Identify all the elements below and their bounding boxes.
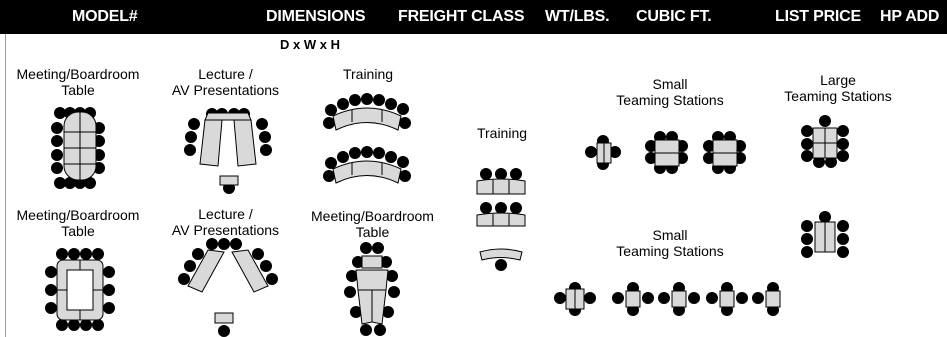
large-teaming-diagram (801, 115, 849, 258)
col-weight: WT/LBS. (545, 8, 610, 25)
meeting-table-diagram-2 (45, 248, 115, 331)
meeting-table-diagram-3 (344, 242, 400, 336)
lecture-diagram-2 (178, 238, 278, 337)
lecture-diagram-1 (184, 108, 272, 194)
col-freight-class: FREIGHT CLASS (398, 8, 525, 25)
col-cubic-ft: CUBIC FT. (636, 8, 712, 25)
col-dimensions: DIMENSIONS (266, 8, 366, 25)
caption-lecture-1: Lecture /AV Presentations (171, 66, 280, 98)
small-teaming-diagram-1 (585, 131, 746, 174)
col-model: MODEL# (72, 8, 138, 25)
caption-training-2: Training (476, 125, 528, 141)
meeting-table-diagram-1 (51, 107, 105, 189)
divider (5, 34, 6, 337)
caption-lecture-2: Lecture /AV Presentations (171, 206, 280, 238)
caption-training-1: Training (342, 66, 394, 82)
col-hp-add: HP ADD (880, 8, 940, 25)
small-teaming-diagram-2 (554, 282, 781, 316)
training-diagram-2 (476, 168, 526, 271)
dimensions-subheading: D x W x H (280, 37, 340, 52)
table-header: MODEL# DIMENSIONS FREIGHT CLASS WT/LBS. … (0, 0, 947, 34)
training-diagram-1 (323, 93, 411, 184)
col-list-price: LIST PRICE (775, 8, 862, 25)
